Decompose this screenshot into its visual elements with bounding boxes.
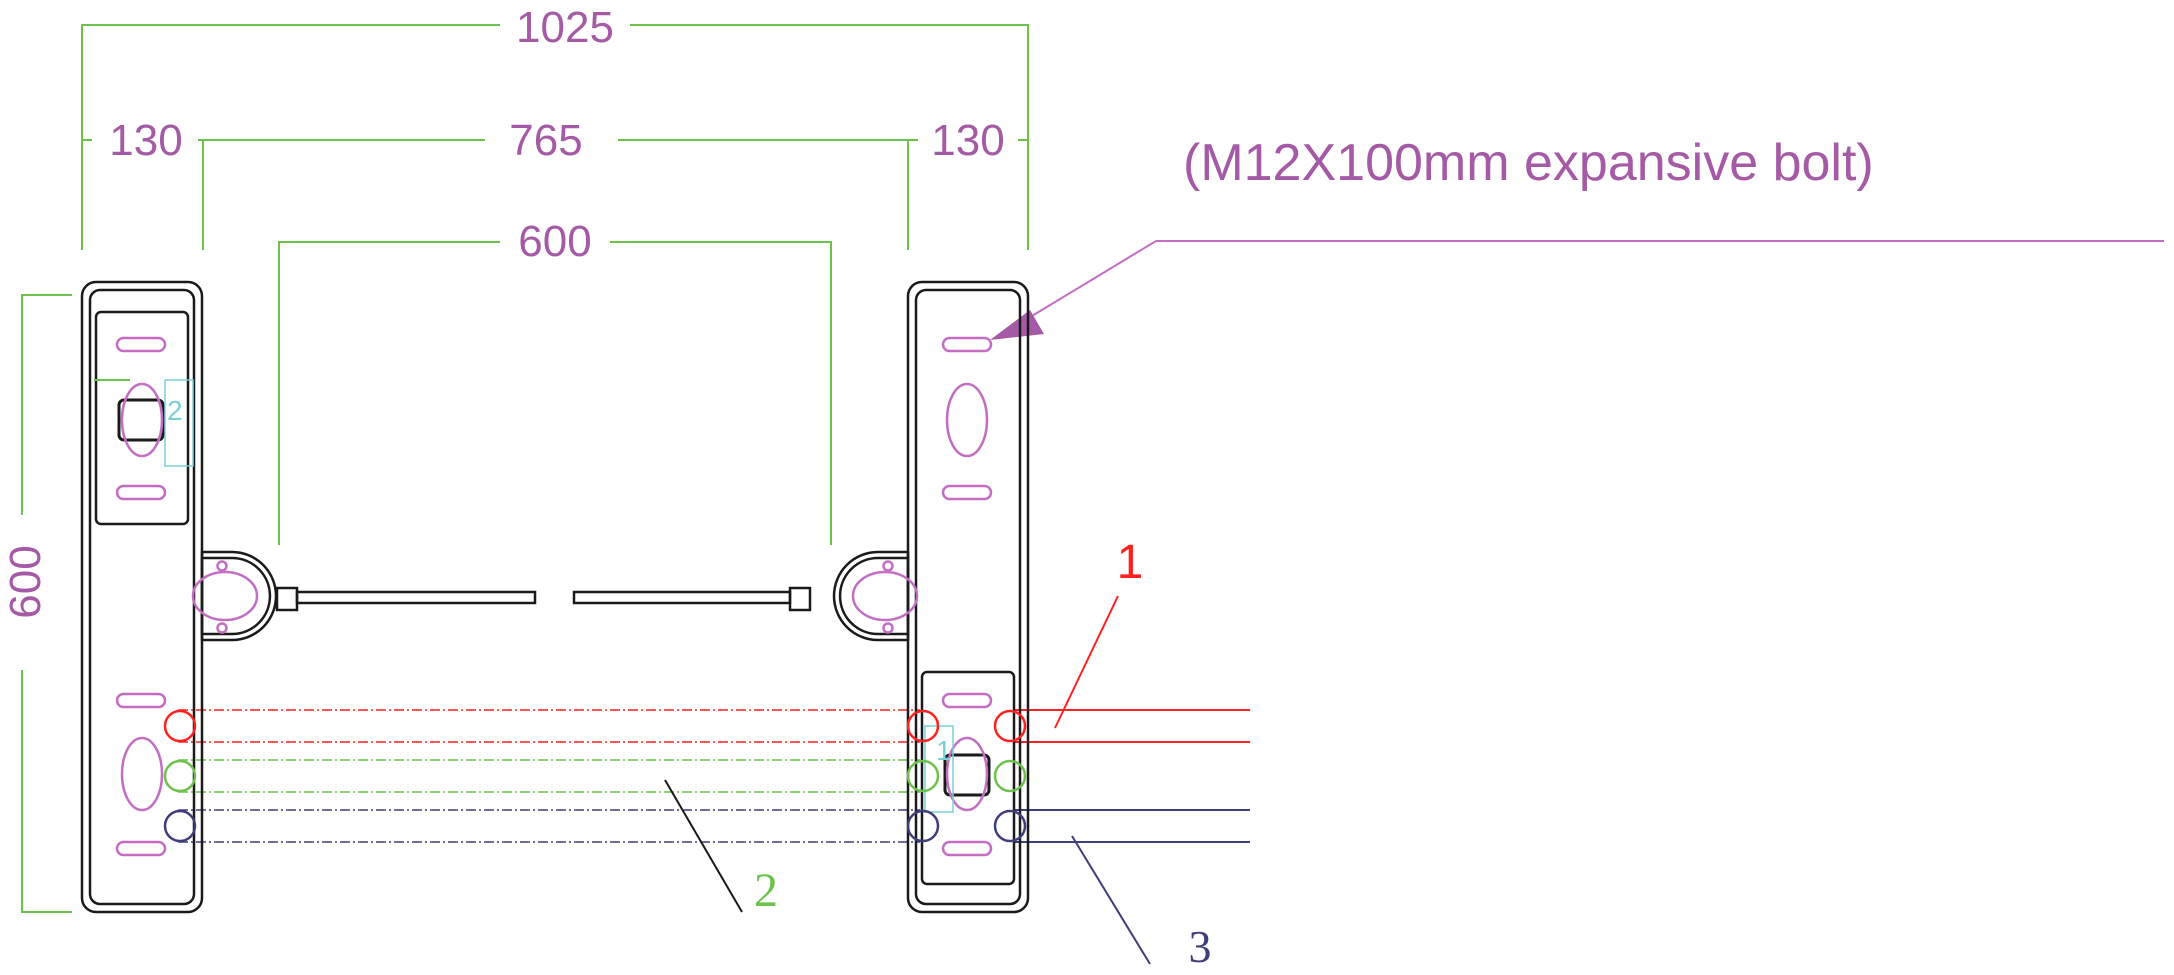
right-cabinet-outline <box>906 280 1030 914</box>
right-swing-arm <box>572 590 792 605</box>
left-arm-clamp <box>275 586 299 612</box>
dim-length-label: 600 <box>1 545 50 618</box>
left-hub-hole-top <box>216 560 228 572</box>
right-cable-hole-1b <box>993 709 1027 743</box>
callout-1-leader <box>1054 595 1119 729</box>
left-top-slot-2 <box>115 484 167 501</box>
left-reader-oval <box>120 382 164 458</box>
dim-600v-top-line <box>21 294 72 515</box>
right-top-slot-1 <box>941 336 993 353</box>
left-bottom-oval <box>120 736 164 812</box>
callout-1-label: 1 <box>1117 536 1144 589</box>
right-top-oval <box>945 382 989 458</box>
left-cabinet-outline <box>80 280 204 914</box>
left-swing-arm <box>295 590 537 605</box>
left-reader-panel <box>94 310 190 526</box>
callout-3-label: 3 <box>1189 921 1212 970</box>
dimension-labels: 1025 130 765 130 600 600 <box>1 3 1005 619</box>
right-cabinet: 1 <box>572 280 1030 914</box>
right-cable-hole-1a <box>906 709 940 743</box>
right-arm-hub-inner <box>838 556 910 636</box>
dim-1025-left-line <box>81 24 500 250</box>
right-bottom-oval <box>945 736 989 812</box>
dim-overall-label: 1025 <box>516 3 614 52</box>
dim-600-right-line <box>610 241 832 545</box>
right-hub-hole-top <box>882 560 894 572</box>
right-cable-hole-2a <box>906 759 940 793</box>
right-bottom-slot-2 <box>941 840 993 857</box>
left-cable-hole-3 <box>163 809 197 843</box>
right-inner-label: 1 <box>936 735 952 766</box>
right-cable-hole-2b <box>993 759 1027 793</box>
left-hub-hole-bottom <box>216 622 228 634</box>
callout-2-label: 2 <box>754 864 778 917</box>
left-inner-label: 2 <box>167 395 183 426</box>
right-cable-hole-3a <box>906 809 940 843</box>
callout-2-leader <box>664 779 743 913</box>
left-cable-hole-1 <box>163 709 197 743</box>
right-reader-panel <box>920 670 1016 886</box>
dim-right-cabinet-label: 130 <box>931 116 1004 165</box>
left-cable-hole-2 <box>163 759 197 793</box>
dim-600-left-line <box>278 241 500 545</box>
left-bottom-slot-2 <box>115 840 167 857</box>
dim-1025-right-line <box>630 24 1029 250</box>
dim-left-cabinet-label: 130 <box>109 116 182 165</box>
left-bottom-slot-1 <box>115 692 167 709</box>
bolt-leader-diagonal <box>1021 240 1157 323</box>
right-arm-clamp <box>788 586 812 612</box>
left-cabinet: 2 <box>80 280 537 914</box>
right-top-slot-2 <box>941 484 993 501</box>
callout-3-leader <box>1071 835 1151 965</box>
bolt-annotation: (M12X100mm expansive bolt) <box>990 134 2164 340</box>
right-hub-hole-bottom <box>882 622 894 634</box>
left-hub-oval <box>191 570 259 622</box>
left-reader-module <box>117 398 165 442</box>
bolt-arrow-head <box>990 310 1044 340</box>
right-hub-oval <box>851 570 919 622</box>
dim-passage-label: 600 <box>518 217 591 266</box>
dimension-lines <box>21 24 1029 913</box>
left-reader-cyan-frame <box>164 379 194 467</box>
dim-130-left-line <box>198 139 204 250</box>
dim-600v-bottom-line <box>21 670 72 913</box>
right-reader-module <box>943 753 991 797</box>
bolt-note: (M12X100mm expansive bolt) <box>1183 134 1874 192</box>
right-cable-hole-3b <box>993 809 1027 843</box>
left-arm-hub-inner <box>200 556 272 636</box>
left-top-slot-1 <box>115 336 167 353</box>
right-arm-hub <box>832 550 910 642</box>
dim-gap-label: 765 <box>509 116 582 165</box>
cable-lines <box>178 709 1250 843</box>
right-bottom-slot-1 <box>941 692 993 709</box>
left-arm-hub <box>200 550 278 642</box>
callouts: 1 2 3 <box>664 536 1212 972</box>
dim-765-right-line <box>618 139 909 250</box>
